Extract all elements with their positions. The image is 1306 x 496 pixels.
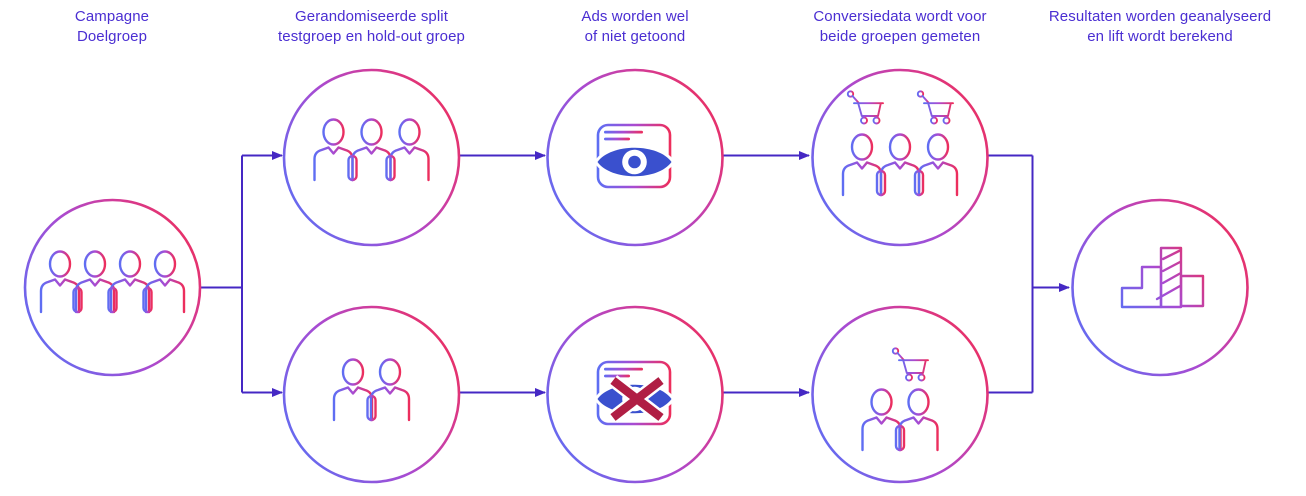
- person-icon: [898, 388, 939, 452]
- stage-label-conversion-data: Conversiedata wordt voor beide groepen g…: [785, 7, 1015, 47]
- eye-visible-icon: [593, 123, 676, 189]
- people-group-4-icon: [39, 250, 186, 314]
- node-circle-audience: [23, 198, 202, 377]
- node-circle-lift-results: [1071, 198, 1249, 377]
- node-circle-conversions-test: [811, 68, 989, 247]
- arm-icon: [142, 286, 153, 314]
- shopping-cart-icon: [916, 90, 954, 125]
- node-circle-holdout-group: [282, 305, 461, 484]
- hatch-line: [1155, 284, 1182, 301]
- person-icon: [917, 133, 959, 197]
- people-group-2-icon: [332, 358, 411, 422]
- ad-text-line: [604, 137, 630, 141]
- chart-stairs: [1120, 265, 1163, 309]
- bar-chart-icon: [1120, 246, 1205, 309]
- cart-icon: [916, 90, 954, 125]
- hatch-line: [1161, 249, 1182, 261]
- hatch-line: [1161, 260, 1182, 273]
- arm-icon: [72, 286, 83, 314]
- stage-label-line: Conversiedata wordt voor: [813, 8, 987, 25]
- stage-label-line: testgroep en hold-out groep: [278, 28, 465, 45]
- people-with-2-carts-icon: [841, 90, 959, 197]
- connector-arrows: [200, 151, 1070, 397]
- person-icon: [861, 388, 902, 452]
- stage-label-line: Resultaten worden geanalyseerd: [1048, 8, 1272, 25]
- node-circle-ads-shown: [546, 68, 724, 247]
- stage-label-randomized-split: Gerandomiseerde split testgroep en hold-…: [256, 7, 487, 47]
- person-icon: [841, 133, 883, 197]
- stage-label-line: beide groepen gemeten: [819, 28, 981, 45]
- ad-text-line: [604, 367, 643, 371]
- person-icon: [313, 118, 354, 182]
- node-circle-conversions-holdout: [811, 305, 989, 484]
- person-icon: [389, 118, 430, 182]
- chart-hatch-lines: [1155, 249, 1182, 301]
- stage-label-line: Campagne: [74, 8, 150, 25]
- stage-label-line: Gerandomiseerde split: [294, 8, 448, 25]
- cross-icon: [610, 377, 664, 421]
- stage-label-line: en lift wordt berekend: [1087, 28, 1233, 45]
- person-icon: [332, 358, 374, 422]
- stage-label-line: Doelgroep: [76, 28, 148, 45]
- ad-text-line: [604, 130, 643, 134]
- person-icon: [369, 358, 411, 422]
- cart-icon: [846, 90, 884, 125]
- people-with-1-cart-icon: [861, 347, 939, 452]
- eye-pupil: [628, 155, 641, 169]
- stage-label-campaign-audience: Campagne Doelgroep: [22, 7, 202, 47]
- people-group-3-icon: [313, 118, 430, 182]
- node-circle-test-group: [282, 68, 461, 247]
- node-circle-ads-not-shown: [546, 305, 724, 484]
- people-group-2-icon: [861, 388, 939, 452]
- people-group-3-icon: [841, 133, 959, 197]
- stage-label-line: of niet getoond: [584, 28, 686, 45]
- stage-label-line: Ads worden wel: [581, 8, 689, 25]
- chart-right-bar: [1179, 274, 1205, 308]
- person-icon: [351, 118, 392, 182]
- hatch-line: [1161, 272, 1182, 285]
- cart-icon: [891, 347, 929, 382]
- eye-crossed-icon: [593, 360, 676, 426]
- shopping-cart-icon: [846, 90, 884, 125]
- stage-label-results-lift: Resultaten worden geanalyseerd en lift w…: [1030, 7, 1290, 47]
- stage-label-ads-shown-or-not: Ads worden wel of niet getoond: [545, 7, 725, 47]
- shopping-cart-icon: [891, 347, 929, 382]
- person-icon: [879, 133, 921, 197]
- arm-icon: [107, 286, 118, 314]
- node-circles: [23, 68, 1249, 484]
